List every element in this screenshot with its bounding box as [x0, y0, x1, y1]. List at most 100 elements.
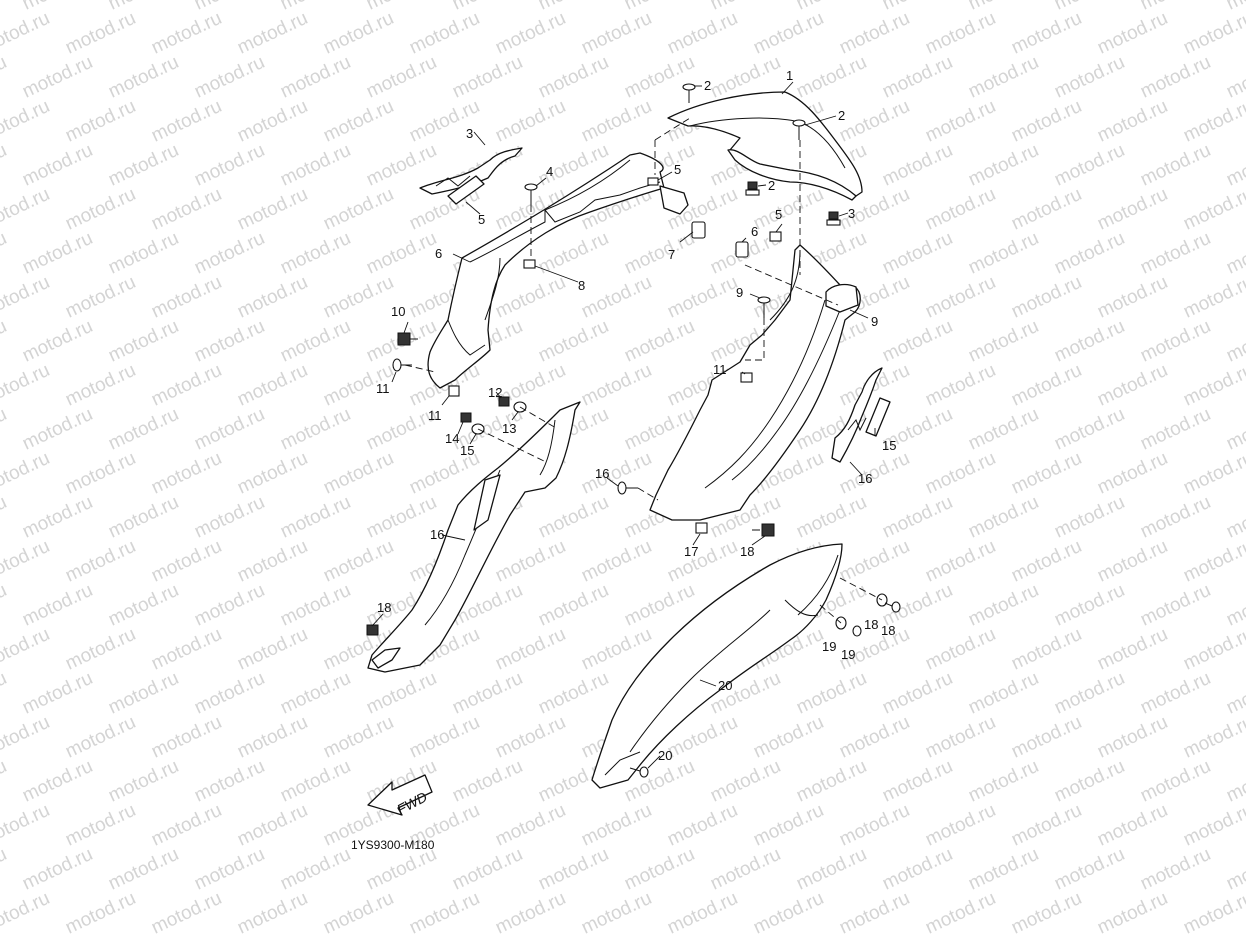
part-18-screw-right [792, 119, 806, 140]
watermark-text: motod.ru [19, 844, 96, 895]
watermark-text: motod.ru [191, 52, 268, 103]
watermark-text: motod.ru [492, 624, 569, 675]
watermark-text: motod.ru [1094, 888, 1171, 935]
watermark-text: motod.ru [1137, 316, 1214, 367]
watermark-text: motod.ru [0, 448, 53, 499]
callout-13: 7 [668, 247, 675, 262]
part-20-decal-right [865, 397, 891, 437]
watermark-text: motod.ru [836, 8, 913, 59]
part-8-damper [735, 241, 749, 258]
watermark-text: motod.ru [578, 888, 655, 935]
watermark-text: motod.ru [1008, 448, 1085, 499]
watermark-text: motod.ru [105, 844, 182, 895]
watermark-text: motod.ru [363, 668, 440, 719]
watermark-text: motod.ru [19, 52, 96, 103]
callout-18: 2 [704, 78, 711, 93]
watermark-text: motod.ru [1008, 888, 1085, 935]
watermark-text: motod.ru [492, 712, 569, 763]
part-11-nut-low [695, 522, 708, 534]
watermark-text: motod.ru [234, 624, 311, 675]
watermark-text: motod.ru [1223, 52, 1246, 103]
watermark-text: motod.ru [965, 404, 1042, 455]
watermark-text: motod.ru [1008, 184, 1085, 235]
callout-5: 12 [488, 385, 502, 400]
part-18-bolt-low [826, 211, 841, 226]
part-4-left-lower-cover [367, 401, 581, 673]
watermark-text: motod.ru [836, 96, 913, 147]
watermark-text: motod.ru [105, 316, 182, 367]
callout-8: 6 [751, 224, 758, 239]
watermark-text: motod.ru [1223, 492, 1246, 543]
callout-5: 18 [377, 600, 391, 615]
watermark-text: motod.ru [1223, 404, 1246, 455]
watermark-text: motod.ru [535, 668, 612, 719]
watermark-text: motod.ru [1223, 140, 1246, 191]
watermark-text: motod.ru [1180, 536, 1246, 587]
part-10-bolt [752, 523, 775, 537]
callout-20: 15 [882, 438, 896, 453]
watermark-text: motod.ru [0, 492, 10, 543]
callout-19: 3 [466, 126, 473, 141]
watermark-text: motod.ru [148, 888, 225, 935]
watermark-text: motod.ru [1137, 668, 1214, 719]
watermark-text: motod.ru [492, 272, 569, 323]
watermark-text: motod.ru [277, 756, 354, 807]
watermark-text: motod.ru [148, 360, 225, 411]
callout-15: 11 [376, 381, 390, 396]
part-16-nut-left [448, 385, 460, 397]
watermark-text: motod.ru [492, 888, 569, 935]
callout-4: 16 [430, 527, 444, 542]
watermark-text: motod.ru [62, 888, 139, 935]
watermark-text: motod.ru [406, 8, 483, 59]
watermark-text: motod.ru [0, 272, 53, 323]
watermark-text: motod.ru [148, 96, 225, 147]
watermark-text: motod.ru [406, 712, 483, 763]
watermark-text: motod.ru [0, 536, 53, 587]
part-5-bolt-a [498, 396, 510, 407]
watermark-text: motod.ru [19, 316, 96, 367]
watermark-text: motod.ru [62, 96, 139, 147]
callout-layer: 1 2 2 2 3 3 4 5 5 5 6 6 7 8 9 9 10 11 11… [376, 68, 896, 763]
watermark-text: motod.ru [363, 492, 440, 543]
watermark-text: motod.ru [750, 712, 827, 763]
watermark-text: motod.ru [707, 0, 784, 15]
watermark-text: motod.ru [449, 0, 526, 15]
watermark-text: motod.ru [1008, 96, 1085, 147]
watermark-text: motod.ru [1008, 272, 1085, 323]
watermark-text: motod.ru [879, 316, 956, 367]
part-12-left-side-cover [427, 152, 689, 389]
watermark-text: motod.ru [62, 272, 139, 323]
watermark-text: motod.ru [1008, 536, 1085, 587]
watermark-text: motod.ru [535, 0, 612, 15]
watermark-text: motod.ru [664, 272, 741, 323]
part-9-screw-low [617, 481, 638, 495]
watermark-text: motod.ru [62, 536, 139, 587]
watermark-text: motod.ru [922, 448, 999, 499]
watermark-text: motod.ru [492, 536, 569, 587]
callout-9: 16 [595, 466, 609, 481]
part-16-nut-mid [523, 259, 536, 269]
watermark-text: motod.ru [1180, 448, 1246, 499]
watermark-text: motod.ru [1008, 8, 1085, 59]
watermark-text: motod.ru [1094, 96, 1171, 147]
watermark-text: motod.ru [922, 360, 999, 411]
watermark-text: motod.ru [836, 800, 913, 851]
watermark-text: motod.ru [19, 140, 96, 191]
watermark-text: motod.ru [277, 404, 354, 455]
watermark-text: motod.ru [62, 800, 139, 851]
part-15-screw-left [392, 358, 412, 372]
watermark-text: motod.ru [1180, 360, 1246, 411]
watermark-text: motod.ru [1223, 844, 1246, 895]
watermark-text: motod.ru [922, 712, 999, 763]
watermark-text: motod.ru [1180, 624, 1246, 675]
part-2-screw-c [629, 766, 649, 778]
watermark-text: motod.ru [922, 888, 999, 935]
watermark-text: motod.ru [965, 52, 1042, 103]
watermark-text: motod.ru [1094, 624, 1171, 675]
watermark-text: motod.ru [1137, 844, 1214, 895]
watermark-text: motod.ru [277, 52, 354, 103]
watermark-text: motod.ru [1094, 360, 1171, 411]
callout-11: 5 [775, 207, 782, 222]
watermark-text: motod.ru [148, 712, 225, 763]
watermark-text: motod.ru [1180, 184, 1246, 235]
